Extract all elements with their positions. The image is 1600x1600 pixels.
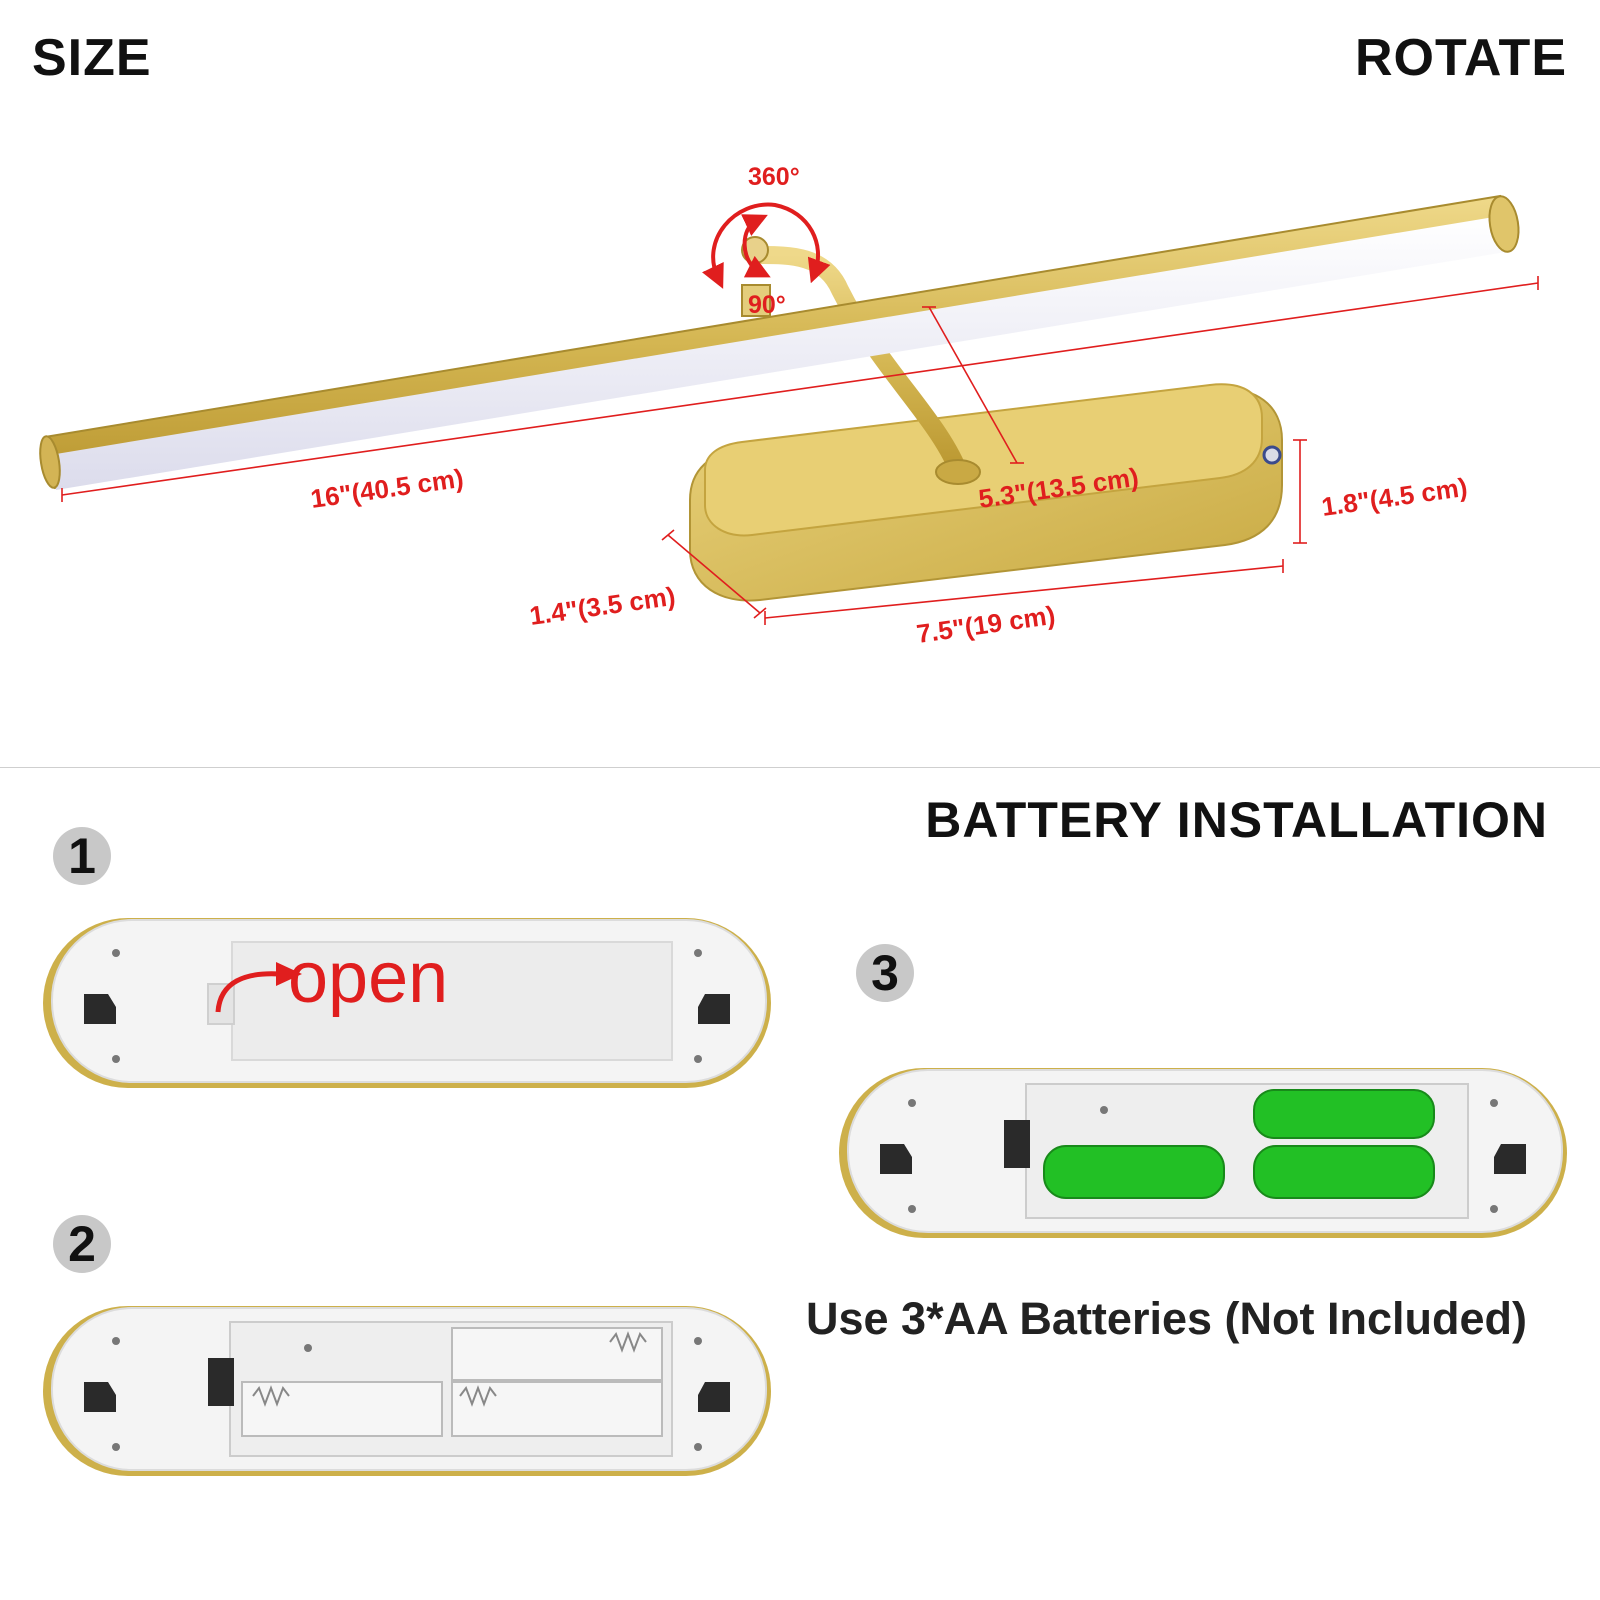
step-1-illustration: open xyxy=(43,918,771,1088)
section-divider xyxy=(0,767,1600,768)
battery-note: Use 3*AA Batteries (Not Included) xyxy=(806,1293,1527,1344)
light-bar xyxy=(39,194,1520,490)
base-length-label: 7.5"(19 cm) xyxy=(915,600,1057,649)
empty-battery-slot xyxy=(451,1327,663,1381)
empty-battery-slot xyxy=(241,1381,443,1437)
step-3-badge: 3 xyxy=(856,944,914,1002)
base-height-label: 1.8"(4.5 cm) xyxy=(1320,472,1469,522)
step-2-badge: 2 xyxy=(53,1215,111,1273)
base-depth-label: 1.4"(3.5 cm) xyxy=(528,581,677,631)
battery-installation-heading: BATTERY INSTALLATION xyxy=(925,792,1548,848)
rotation-indicators: 360° 90° xyxy=(702,163,831,319)
left-keyhole-icon xyxy=(84,994,116,1024)
step-3-illustration xyxy=(839,1068,1567,1238)
open-arrow-icon xyxy=(215,971,281,1013)
open-label: open xyxy=(288,938,448,1018)
size-heading: SIZE xyxy=(32,29,152,87)
empty-battery-slot xyxy=(451,1381,663,1437)
bar-length-label: 16"(40.5 cm) xyxy=(309,463,466,514)
right-keyhole-icon xyxy=(698,994,730,1024)
lamp-base xyxy=(689,383,1283,602)
dimension-lines xyxy=(61,276,1539,625)
rotation-90-label: 90° xyxy=(748,291,786,319)
aa-battery xyxy=(1043,1145,1225,1199)
rotate-heading: ROTATE xyxy=(1354,29,1567,87)
aa-battery xyxy=(1253,1089,1435,1139)
step-2-illustration xyxy=(43,1306,771,1476)
lamp-diagram: 360° 90° 16"(40.5 cm) 5.3"(13.5 cm) 1.8"… xyxy=(39,163,1539,649)
rotation-360-label: 360° xyxy=(748,163,800,191)
aa-battery xyxy=(1253,1145,1435,1199)
step-1-badge: 1 xyxy=(53,827,111,885)
power-button-icon xyxy=(1262,445,1282,465)
